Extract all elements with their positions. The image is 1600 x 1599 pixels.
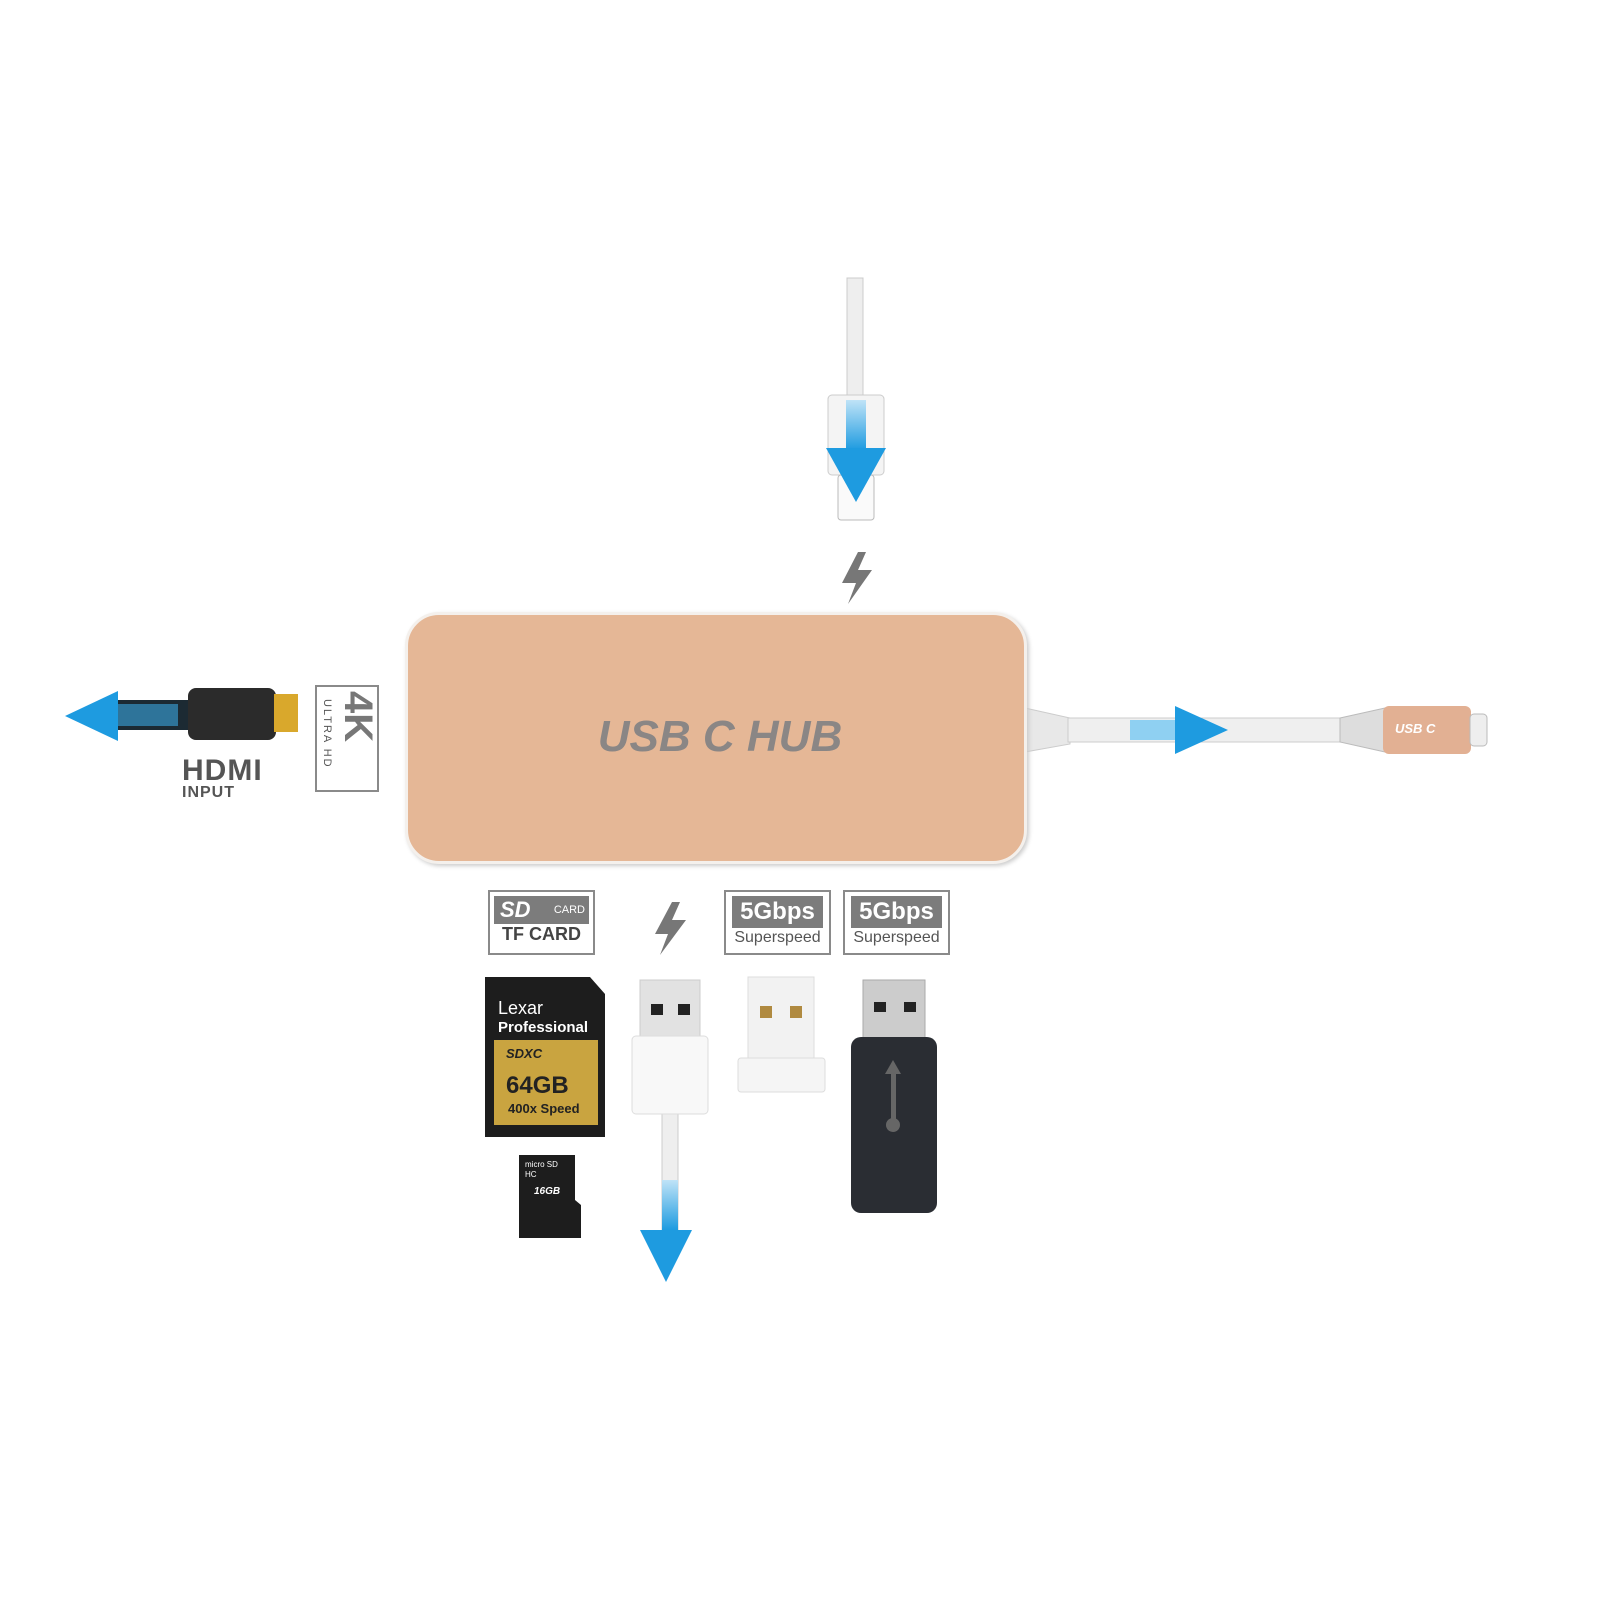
card-label: CARD (553, 904, 585, 916)
superspeed-label: Superspeed (853, 929, 940, 946)
usb-dongle-body (737, 1057, 826, 1093)
sd-brand: Lexar (498, 998, 544, 1018)
tf-card-label: TF CARD (502, 924, 581, 944)
arrow-shaft (846, 400, 866, 450)
ultra-hd-label: ULTRA HD (321, 699, 333, 769)
hdmi-connector-tip (274, 694, 298, 732)
plug-contact (790, 1006, 802, 1018)
plug-contact (904, 1002, 916, 1012)
usb-c-connector-tip (1469, 713, 1488, 747)
usb-icon (885, 1060, 901, 1132)
arrow-right-icon (1175, 706, 1228, 754)
4k-badge: ULTRA HD 4K (315, 685, 380, 792)
arrow-shaft (662, 1180, 678, 1230)
microsd-type: micro SD HC (525, 1160, 558, 1179)
cable-strain-relief (1339, 707, 1386, 753)
sd-tf-badge: SD CARD TF CARD (488, 890, 595, 955)
lightning-icon (842, 552, 872, 604)
usb-port-badge: 5Gbps Superspeed (843, 890, 950, 955)
hdmi-connector (188, 688, 276, 740)
arrow-down-icon (826, 448, 886, 502)
sd-card-label-area (494, 1040, 598, 1125)
plug-contact (874, 1002, 886, 1012)
sd-capacity: 64GB (506, 1072, 569, 1099)
arrow-shaft (118, 704, 178, 726)
usb-a-plug-body (631, 1035, 709, 1115)
hdmi-logo: HDMI (182, 754, 263, 787)
usb-c-connector (1383, 706, 1471, 754)
sd-badge-header: SD CARD (494, 896, 589, 924)
usb-dongle (747, 976, 815, 1060)
usb-port-badge: 5Gbps Superspeed (724, 890, 831, 955)
sd-speed: 400x Speed (508, 1101, 580, 1116)
arrow-left-icon (65, 691, 118, 741)
usb-c-hub (405, 612, 1027, 864)
sd-type: SDXC (506, 1046, 543, 1061)
speed-label: 5Gbps (851, 896, 942, 928)
top-cable (846, 277, 864, 399)
microsd-capacity: 16GB (534, 1186, 561, 1197)
superspeed-label: Superspeed (734, 929, 821, 946)
arrow-down-icon (640, 1230, 692, 1282)
plug-contact (651, 1004, 663, 1015)
sd-logo: SD (500, 897, 531, 922)
usb-c-label: USB C (1395, 721, 1436, 736)
hub-label: USB C HUB (597, 712, 843, 761)
plug-contact (760, 1006, 772, 1018)
speed-label: 5Gbps (732, 896, 823, 928)
plug-contact (678, 1004, 690, 1015)
lightning-icon (655, 902, 686, 955)
sd-line: Professional (498, 1019, 589, 1036)
hdmi-input-label: INPUT (182, 784, 235, 801)
4k-label: 4K (336, 691, 380, 743)
usb-a-plug (639, 979, 701, 1041)
micro-sd-card (519, 1155, 581, 1238)
